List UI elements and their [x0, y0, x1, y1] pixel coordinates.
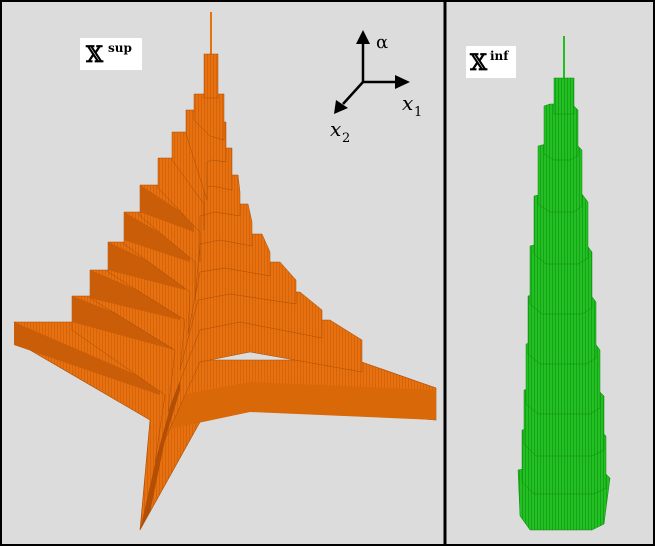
inf-label-box	[466, 46, 516, 78]
inf-label-superscript: inf	[490, 49, 509, 63]
panel-sup: 𝕏 sup	[13, 12, 437, 531]
x2-axis-arrow	[334, 100, 348, 114]
axes-indicator: α x 1 x 2	[330, 30, 422, 146]
x2-axis-subscript: 2	[342, 131, 350, 146]
x1-axis-arrow	[395, 75, 410, 89]
sup-label-box	[80, 38, 142, 70]
sup-label: 𝕏	[85, 42, 104, 68]
panel-inf: 𝕏 inf	[466, 36, 611, 531]
alpha-axis-arrow	[356, 30, 370, 44]
x2-axis-line	[342, 81, 364, 105]
x1-axis-subscript: 1	[414, 105, 422, 120]
inf-shape	[517, 77, 611, 531]
sup-shape	[13, 53, 437, 531]
alpha-axis-label: α	[376, 32, 388, 53]
inf-label: 𝕏	[469, 50, 488, 76]
sup-label-superscript: sup	[108, 41, 132, 55]
x2-axis-label: x	[330, 117, 341, 141]
x1-axis-label: x	[402, 91, 413, 115]
